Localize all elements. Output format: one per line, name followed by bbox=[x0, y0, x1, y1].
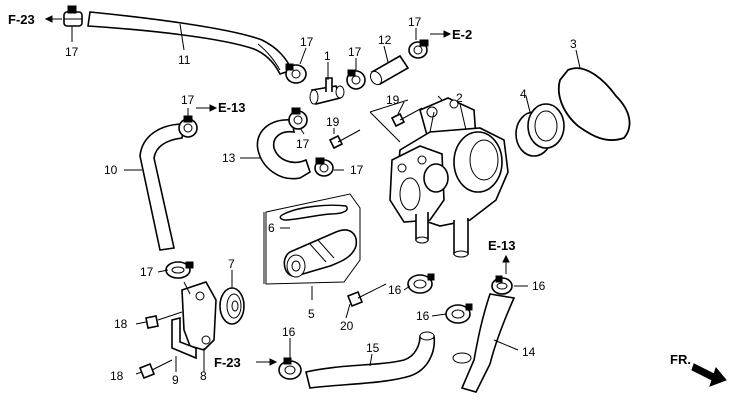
bolt-20 bbox=[346, 283, 387, 308]
callout-5: 5 bbox=[308, 307, 315, 321]
front-direction-arrow bbox=[691, 363, 727, 387]
callout-12: 12 bbox=[378, 33, 392, 47]
callout-17-hose10-bottom: 17 bbox=[140, 265, 154, 279]
mechanical-seal-7 bbox=[219, 287, 245, 325]
leader-lines bbox=[71, 23, 581, 375]
hose-14 bbox=[452, 293, 516, 393]
callout-17-hose10-top: 17 bbox=[181, 93, 195, 107]
hose-12 bbox=[369, 54, 410, 86]
callout-20: 20 bbox=[340, 319, 354, 333]
ref-f23-bottom: F-23 bbox=[214, 355, 241, 370]
callout-16-center-upper: 16 bbox=[388, 283, 402, 297]
callout-17-top-hose11: 17 bbox=[300, 35, 314, 49]
front-label: FR. bbox=[670, 352, 691, 367]
o-ring-3 bbox=[557, 67, 631, 141]
callout-14: 14 bbox=[522, 345, 536, 359]
bolt-19-upper bbox=[390, 107, 423, 128]
hose-15 bbox=[305, 331, 436, 389]
joint-1 bbox=[309, 77, 345, 105]
callout-8: 8 bbox=[200, 369, 207, 383]
bolt-18-upper bbox=[145, 311, 183, 329]
callout-17-hose13-bottom: 17 bbox=[350, 163, 364, 177]
callout-16-right: 16 bbox=[532, 279, 546, 293]
callout-18-lower: 18 bbox=[110, 369, 124, 383]
o-ring-6 bbox=[279, 204, 348, 221]
bolt-18-lower bbox=[138, 359, 173, 380]
hose-10 bbox=[139, 123, 185, 251]
hose-clamp-17-hose10-top bbox=[178, 115, 198, 138]
callout-4: 4 bbox=[520, 87, 527, 101]
callout-labels: 1 2 3 4 5 6 7 8 9 10 11 12 13 14 15 16 1… bbox=[65, 15, 577, 387]
callout-17-hose13-top: 17 bbox=[296, 137, 310, 151]
reference-labels: F-23 E-2 E-13 E-13 F-23 FR. bbox=[8, 12, 691, 370]
hose-clamp-17-hose13-bottom bbox=[314, 157, 334, 177]
callout-15: 15 bbox=[366, 341, 380, 355]
callout-19-lower: 19 bbox=[326, 115, 340, 129]
callout-13: 13 bbox=[222, 151, 236, 165]
hose-clamp-17-hose12-left bbox=[346, 69, 366, 90]
callout-11: 11 bbox=[178, 53, 191, 67]
hose-clamp-16-lower-center bbox=[445, 303, 473, 324]
hose-clamp-17-top-right bbox=[285, 63, 307, 84]
hose-clamp-17-top-left bbox=[63, 5, 83, 27]
hose-clamp-17-hose13-top bbox=[288, 107, 308, 130]
callout-18-upper: 18 bbox=[114, 317, 128, 331]
ref-f23-top: F-23 bbox=[8, 12, 35, 27]
callout-17-hose12-left: 17 bbox=[348, 45, 362, 59]
ref-e13-right: E-13 bbox=[488, 238, 515, 253]
ref-e13-left: E-13 bbox=[218, 100, 245, 115]
ref-e2: E-2 bbox=[452, 27, 472, 42]
callout-17-hose12-right: 17 bbox=[408, 15, 422, 29]
reference-arrows bbox=[44, 15, 510, 366]
callout-7: 7 bbox=[228, 257, 235, 271]
hose-clamp-16-upper-center bbox=[407, 273, 435, 294]
bracket-9 bbox=[171, 316, 197, 360]
seal-4 bbox=[515, 103, 565, 157]
water-pump-body-2 bbox=[389, 97, 509, 258]
callout-9: 9 bbox=[172, 373, 179, 387]
impeller-shaft bbox=[283, 229, 358, 278]
callout-16-bottom: 16 bbox=[282, 325, 296, 339]
hose-clamp-16-right bbox=[491, 275, 513, 295]
callout-17-top-left: 17 bbox=[65, 45, 79, 59]
callout-2: 2 bbox=[456, 91, 463, 105]
bolt-19-lower bbox=[328, 129, 361, 150]
hose-clamp-17-hose10-bottom bbox=[165, 261, 194, 279]
impeller-group-5 bbox=[265, 193, 361, 285]
hose-clamp-16-bottom bbox=[278, 357, 302, 380]
callout-16-center-lower: 16 bbox=[416, 309, 430, 323]
callout-10: 10 bbox=[104, 163, 118, 177]
pump-cover-8 bbox=[181, 281, 217, 351]
callout-1: 1 bbox=[324, 49, 331, 63]
callout-6: 6 bbox=[268, 221, 275, 235]
hose-13 bbox=[256, 119, 311, 180]
hose-clamp-17-hose12-right bbox=[408, 39, 429, 59]
callout-19-upper: 19 bbox=[386, 93, 400, 107]
callout-3: 3 bbox=[570, 37, 577, 51]
